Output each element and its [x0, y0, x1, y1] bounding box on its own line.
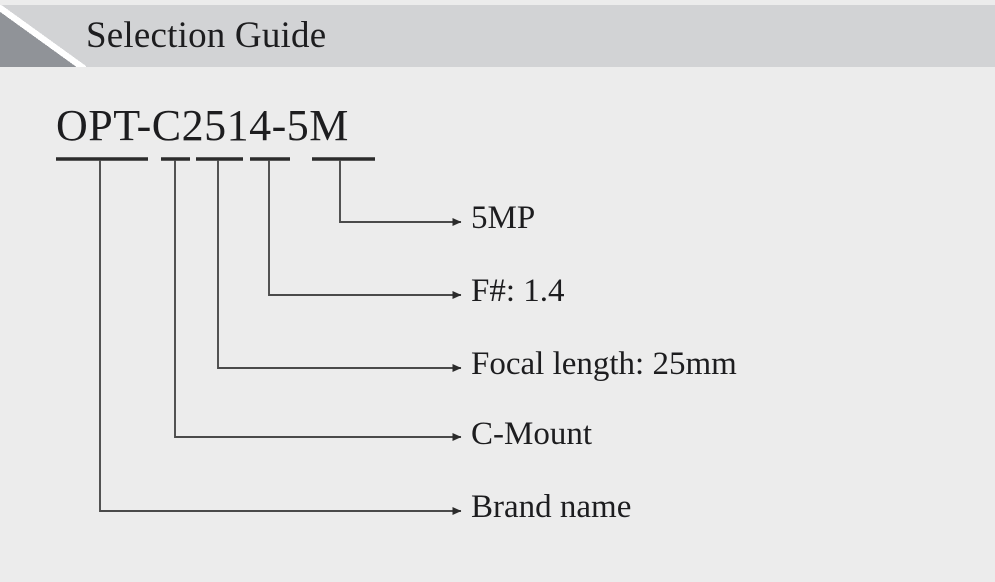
- callout-label-brand: Brand name: [471, 489, 632, 525]
- leader-line-mount: [174, 160, 462, 441]
- part-number-segment-fnumber: 14: [226, 101, 272, 150]
- part-number-segment-focal-length: 25: [181, 101, 227, 150]
- callout-label-fnumber: F#: 1.4: [471, 273, 565, 309]
- part-number-separator-2: -: [271, 101, 287, 150]
- part-number-segment-resolution: 5M: [286, 101, 349, 150]
- callout-label-focal-length: Focal length: 25mm: [471, 346, 737, 382]
- callout-label-mount: C-Mount: [471, 416, 593, 452]
- part-number-separator-1: -: [136, 101, 152, 150]
- part-number-string: OPT-C2514-5M: [56, 104, 349, 148]
- leader-line-resolution: [339, 160, 462, 226]
- header-bar: Selection Guide: [0, 5, 995, 67]
- leader-line-fnumber: [268, 160, 462, 299]
- leader-line-brand: [99, 160, 462, 515]
- callout-label-resolution: 5MP: [471, 200, 536, 236]
- header-corner-triangle-decoration: [0, 5, 86, 67]
- part-number-segment-mount: C: [151, 101, 182, 150]
- part-number-segment-brand: OPT: [56, 101, 137, 150]
- leader-line-focal-length: [217, 160, 462, 372]
- page-title: Selection Guide: [86, 14, 327, 56]
